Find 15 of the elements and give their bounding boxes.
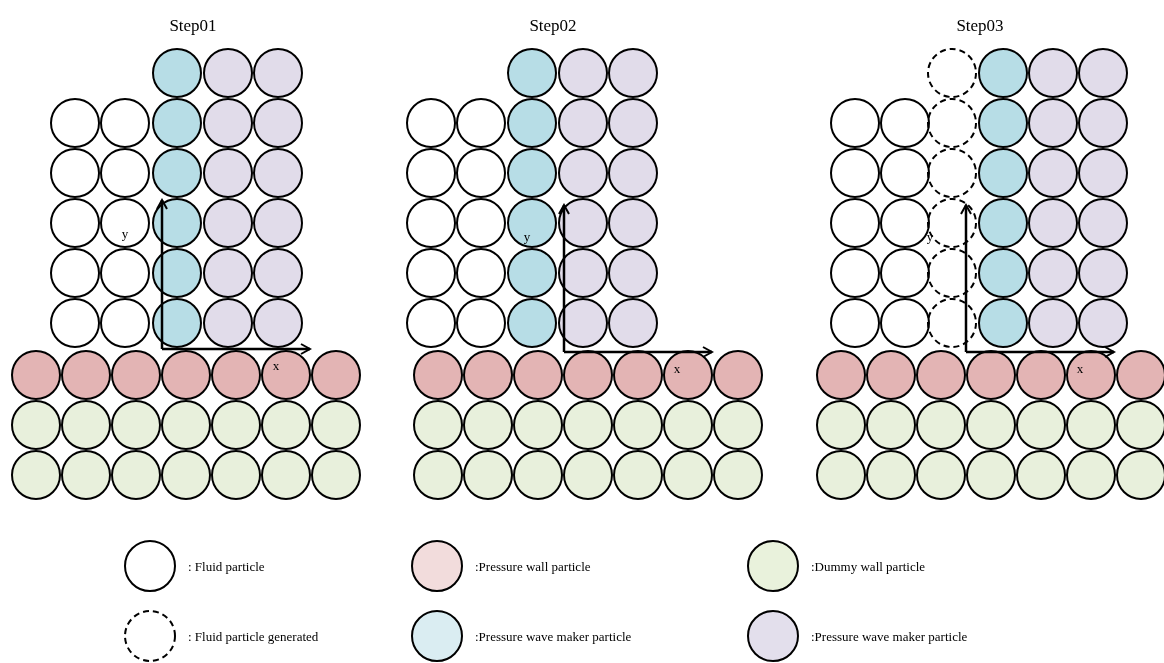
axis-label: x — [272, 358, 280, 372]
axis-label: y — [523, 229, 531, 243]
axis-label: x — [673, 361, 681, 375]
axis-label: x — [1076, 361, 1084, 375]
legend-text: :Pressure wall particle — [475, 559, 591, 573]
legend-text: :Pressure wave maker particle — [475, 629, 632, 643]
legend-text: : Fluid particle — [188, 559, 265, 573]
step-title: Step01 — [169, 16, 217, 34]
step-title: Step02 — [529, 16, 577, 34]
axis-label: y — [926, 229, 934, 243]
legend-text: :Pressure wave maker particle — [811, 629, 968, 643]
legend-text: :Dummy wall particle — [811, 559, 926, 573]
step-title: Step03 — [956, 16, 1004, 34]
legend-text: : Fluid particle generated — [188, 629, 319, 643]
axis-label: y — [121, 226, 129, 240]
